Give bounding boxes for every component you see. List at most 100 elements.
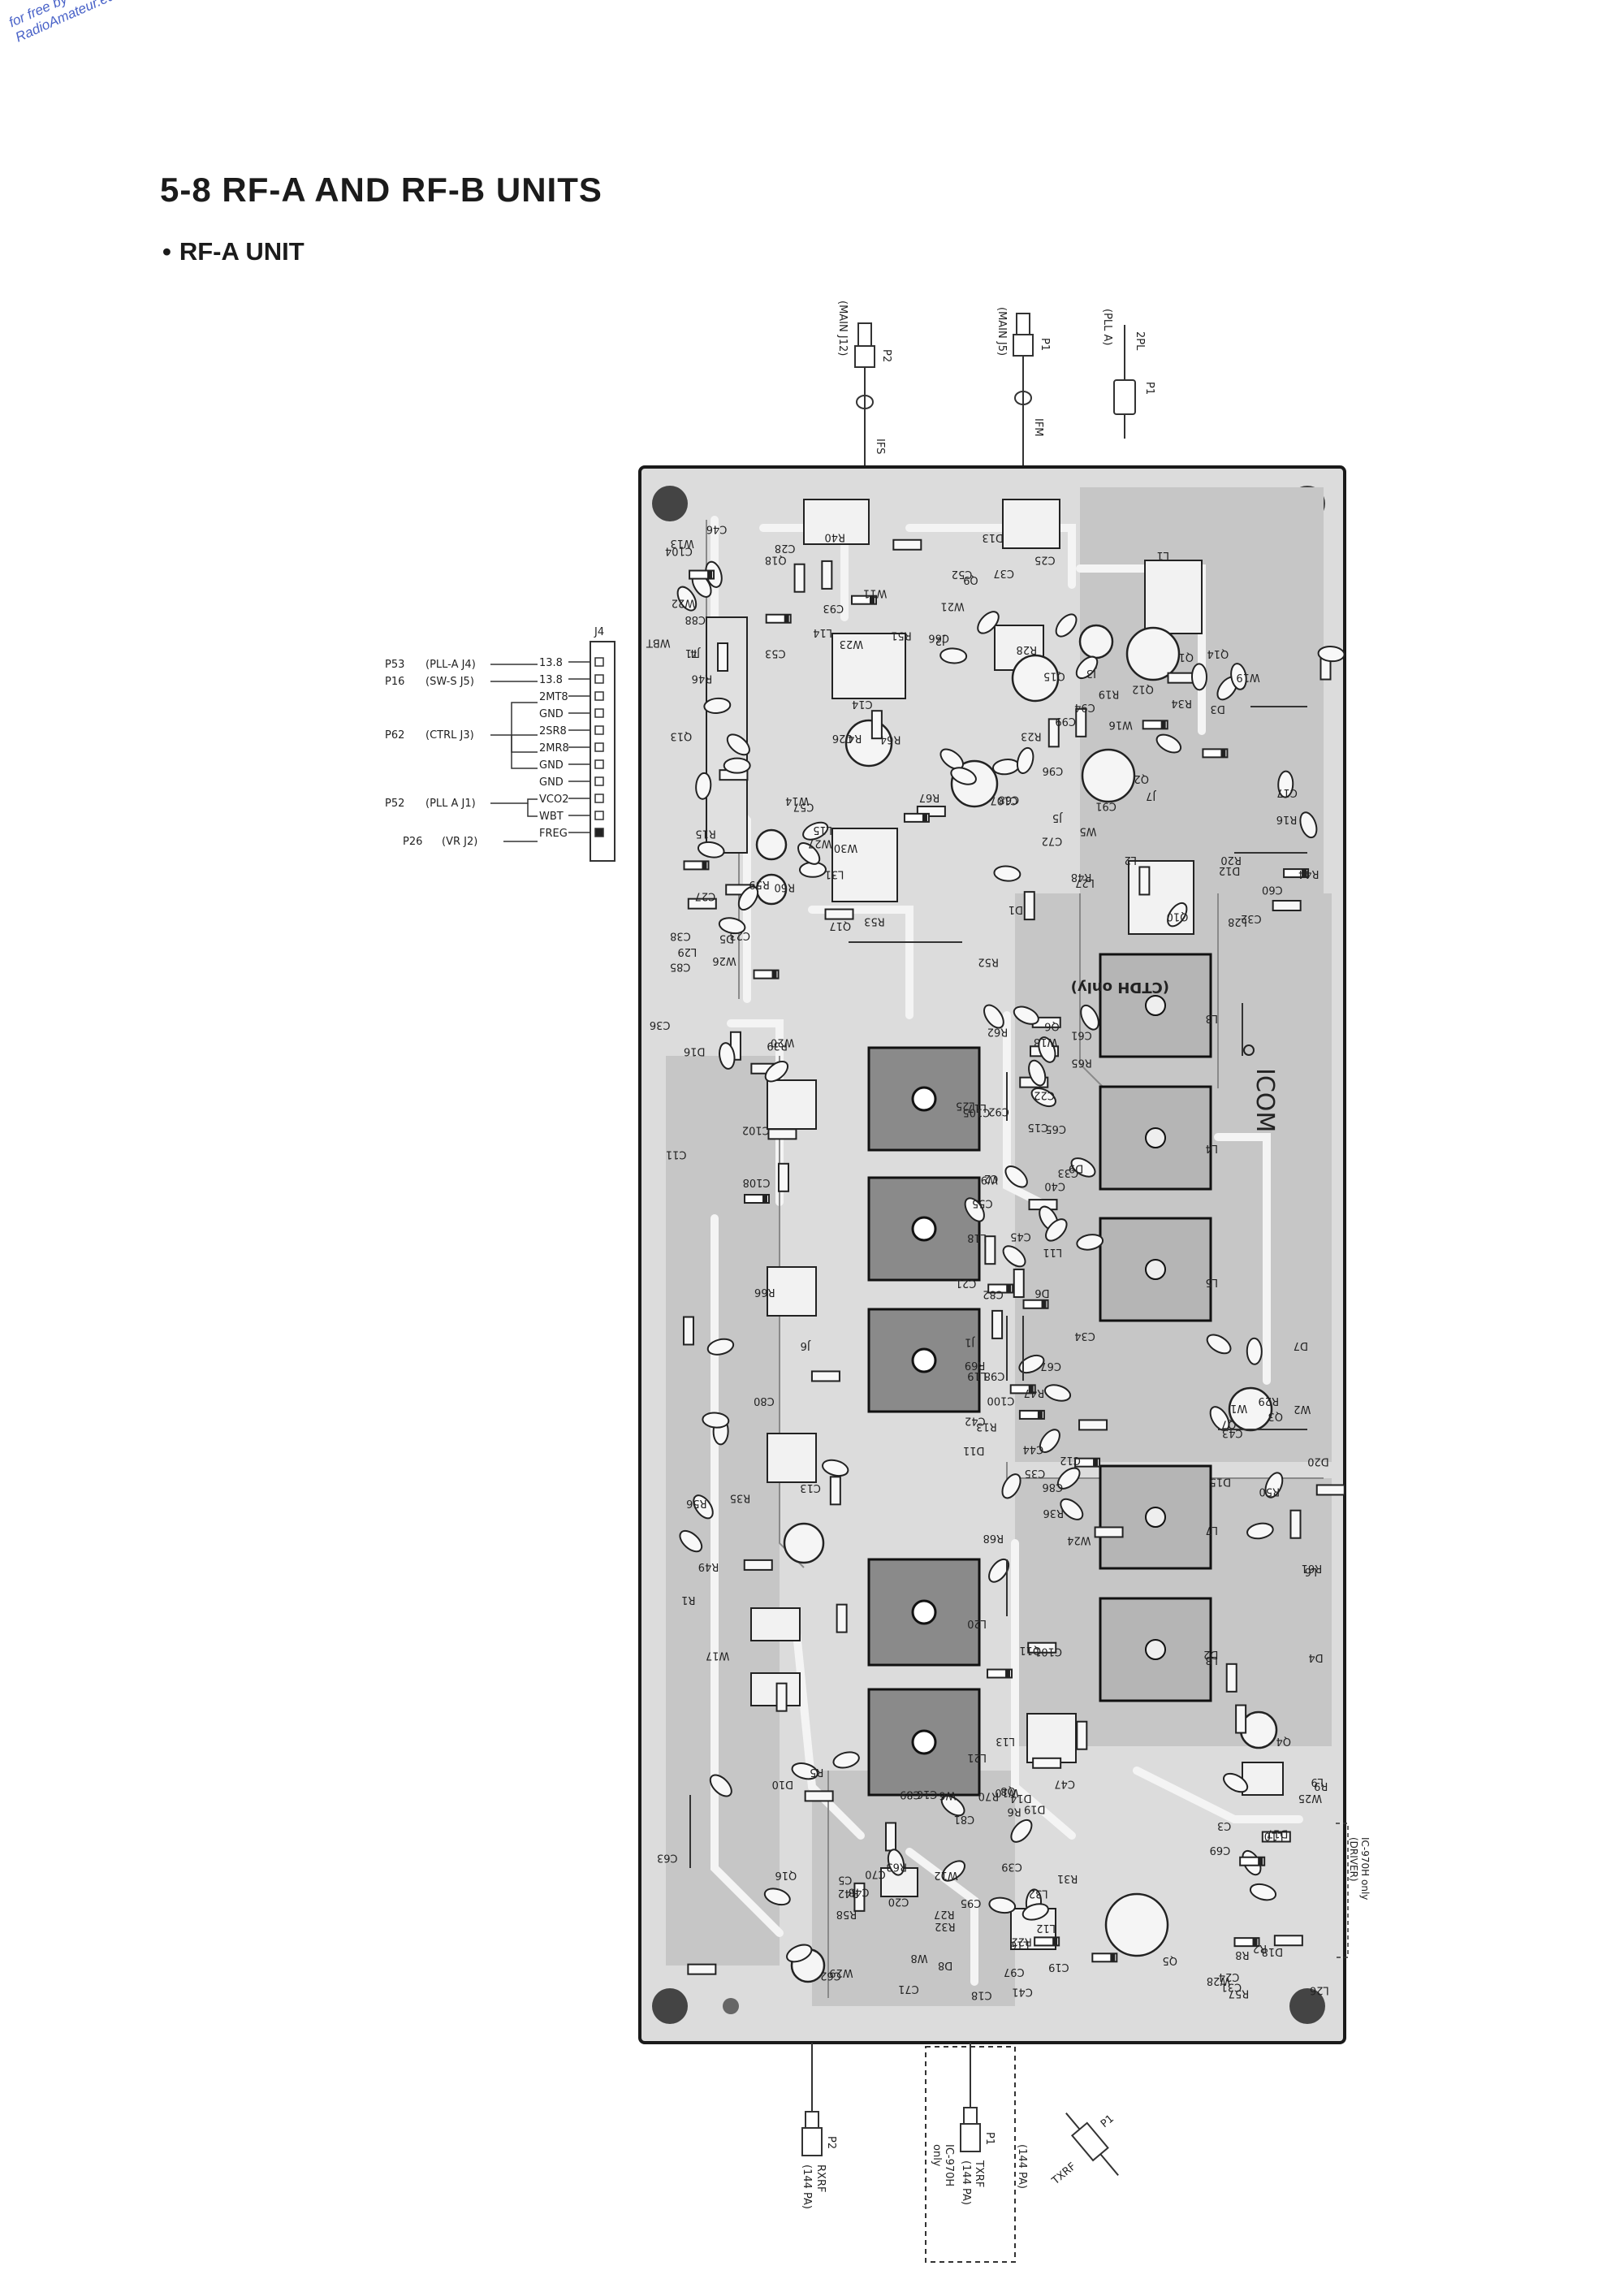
resistor-icon xyxy=(1023,891,1035,921)
component-designator: R9 xyxy=(1314,1780,1328,1792)
component-designator: D9 xyxy=(1069,1162,1083,1174)
transistor-q12 xyxy=(1011,654,1060,703)
component-designator: C32 xyxy=(1241,912,1262,924)
component-designator: C66 xyxy=(928,631,949,643)
coil-l21-can xyxy=(867,1688,981,1797)
component-designator: R61 xyxy=(1302,1562,1323,1574)
resistor-icon xyxy=(777,1162,789,1192)
resistor-icon xyxy=(1225,1663,1237,1693)
j4-pin-label: WBT xyxy=(539,811,564,823)
component-designator: Q9 xyxy=(963,573,978,586)
plug-p1-top-icon xyxy=(1016,313,1030,337)
diode-icon xyxy=(903,812,930,823)
component-designator: Q12 xyxy=(1132,683,1154,695)
resistor-icon xyxy=(884,1822,896,1852)
component-designator: C63 xyxy=(657,1851,678,1863)
component-designator: W10 xyxy=(995,1786,1018,1798)
component-designator: C52 xyxy=(952,568,973,580)
component-designator: D6 xyxy=(1034,1287,1049,1299)
component-designator: D3 xyxy=(1211,703,1225,715)
j4-source-p16-plug: P16 xyxy=(385,676,404,688)
via-icon xyxy=(723,1998,739,2014)
component-designator: L21 xyxy=(967,1751,987,1763)
resistor-icon xyxy=(1315,1484,1345,1496)
j4-pin-icon xyxy=(594,725,604,735)
component-designator: R32 xyxy=(935,1920,956,1932)
component-designator: C19 xyxy=(1048,1961,1069,1973)
component-designator: R2 xyxy=(1253,1942,1267,1954)
side-note-line-1: IC-970H only xyxy=(1359,1837,1371,1900)
diode-icon xyxy=(743,1194,770,1204)
component-designator: C81 xyxy=(954,1813,975,1825)
resistor-icon xyxy=(1261,1831,1291,1843)
resistor-icon xyxy=(853,1882,866,1912)
j4-pin-icon xyxy=(594,776,604,786)
component-designator: R42 xyxy=(838,1887,859,1899)
diode-icon xyxy=(1202,748,1229,759)
component-designator: W16 xyxy=(1109,719,1133,731)
diode-band xyxy=(1258,1857,1263,1866)
capacitor-icon xyxy=(1018,1354,1045,1374)
resistor-icon xyxy=(1094,1526,1124,1538)
component-designator: C38 xyxy=(670,929,691,941)
bottom-connector-labels: P2 RXRF (144 PA) P1 TXRF (144 PA) IC-970… xyxy=(801,2113,1116,2209)
component-designator: L14 xyxy=(813,626,832,638)
bottom-plug-1-dest: (144 PA) xyxy=(801,2164,813,2209)
bullet-icon: • xyxy=(162,237,171,266)
component-designator: J1 xyxy=(965,1336,975,1348)
component-designator: D1 xyxy=(1009,903,1023,915)
component-designator: R47 xyxy=(1024,1386,1045,1399)
component-designator: Q8 xyxy=(1000,1784,1016,1797)
capacitor-icon xyxy=(1001,1473,1021,1499)
j4-pin-label: GND xyxy=(539,759,564,772)
capacitor-icon xyxy=(1264,1472,1284,1498)
resistor-icon xyxy=(793,563,806,593)
board-stamp-text: (CTDH only) xyxy=(1071,979,1169,996)
j4-sources: P53 (PLL-A J4) P16 (SW-S J5) P62 (CTRL J… xyxy=(385,659,477,848)
component-designator: Q4 xyxy=(1276,1735,1291,1747)
capacitor-icon xyxy=(1246,1337,1263,1365)
diode-icon xyxy=(1074,1457,1101,1468)
resistor-icon xyxy=(1075,707,1087,737)
component-designator: C43 xyxy=(1222,1426,1243,1438)
bottom-plug-1-plug: P2 xyxy=(825,2136,837,2149)
component-designator: R52 xyxy=(978,955,999,967)
bottom-plug-1-signal: RXRF xyxy=(814,2164,827,2192)
plug-p2-top-body xyxy=(854,345,875,368)
component-designator: Q16 xyxy=(775,1869,797,1881)
component-designator: R36 xyxy=(1043,1507,1064,1519)
component-designator: L26 xyxy=(1310,1984,1329,1996)
component-designator: C86 xyxy=(1042,1481,1063,1493)
top-plug-2-plug: P1 xyxy=(1039,338,1051,351)
connector-j3 xyxy=(1078,624,1114,659)
component-designator: L31 xyxy=(825,868,844,880)
plug-txrf-alt-icon xyxy=(1065,2113,1119,2176)
component-designator: J5 xyxy=(1052,811,1063,824)
component-designator: Q5 xyxy=(1162,1954,1177,1966)
component-designator: R56 xyxy=(686,1497,707,1509)
component-designator: R51 xyxy=(891,629,912,641)
component-designator: R13 xyxy=(976,1421,997,1433)
capacitor-icon xyxy=(950,767,977,785)
capacitor-icon xyxy=(977,611,1000,634)
diode-icon xyxy=(1142,720,1168,730)
capacitor-icon xyxy=(1299,811,1318,839)
component-designator: W11 xyxy=(863,587,887,599)
component-designator: C46 xyxy=(706,523,728,535)
transistor-q15 xyxy=(783,1522,825,1564)
resistor-icon xyxy=(984,1235,996,1265)
connector-j2-block xyxy=(803,499,870,545)
top-connector-cables xyxy=(836,313,1136,560)
component-designator: W28 xyxy=(1207,1974,1230,1987)
capacitor-icon xyxy=(764,1060,789,1083)
resistor-icon xyxy=(892,538,922,551)
plug-p2-top-icon xyxy=(857,322,872,348)
component-designator: D19 xyxy=(1024,1803,1046,1815)
j4-pin-icon xyxy=(594,657,604,667)
diode-icon xyxy=(683,860,710,871)
j4-pin-label: 2SR8 xyxy=(539,725,567,737)
coil-l2 xyxy=(1128,860,1194,935)
capacitor-icon xyxy=(940,1795,965,1817)
component-designator: R67 xyxy=(919,791,940,803)
component-designator: D8 xyxy=(938,1959,952,1971)
